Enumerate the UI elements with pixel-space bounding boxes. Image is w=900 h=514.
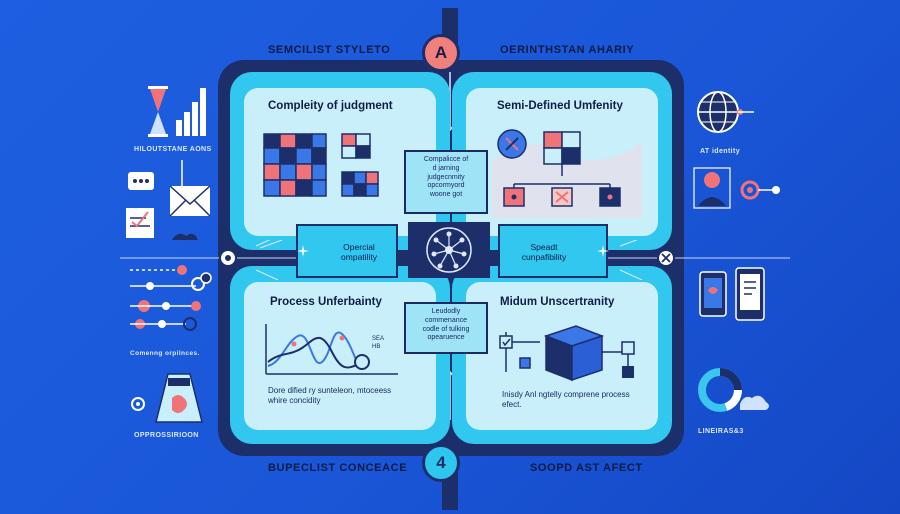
sparkle-icon-right bbox=[597, 245, 609, 257]
right-bottom-label: LINEIRAS&3 bbox=[698, 428, 744, 435]
right-top-label: AT identity bbox=[700, 148, 741, 155]
center-right-label: Speadt cunpafibility bbox=[521, 242, 567, 263]
quadrant-title-bottom-left: Process Unferbainty bbox=[270, 296, 382, 308]
center-bottom-box: Leudodly commenance codle of tulking ope… bbox=[404, 302, 488, 354]
footer-left-label: BUPECLIST CONCEACE bbox=[268, 462, 408, 474]
semi-defined-network-icon bbox=[492, 129, 642, 218]
left-middle-label: Comenng orpilnces. bbox=[130, 350, 200, 357]
person-gear-icon bbox=[693, 167, 780, 209]
hourglass-bar-chart-icon bbox=[148, 86, 206, 137]
quadrant-bottom-right bbox=[452, 266, 672, 444]
quadrant-title-top-right: Semi-Defined Umfenity bbox=[497, 100, 623, 112]
process-caption: Dore dified ry sunteleon, mtoceess whire… bbox=[268, 386, 392, 405]
header-left-label: SEMCILIST STYLETO bbox=[268, 44, 391, 56]
center-left-label: Opercial ompatility bbox=[341, 242, 377, 263]
left-top-label: HILOUTSTANE AONS bbox=[134, 146, 212, 153]
center-top-box: Compalicce of d jarning judgecnmity opco… bbox=[404, 150, 488, 214]
mobile-devices-icon bbox=[699, 267, 765, 321]
globe-icon bbox=[697, 91, 754, 133]
header-right-label: OERINTHSTAN AHARIY bbox=[500, 44, 635, 56]
uncertainty-cube-icon bbox=[499, 325, 635, 382]
badge-top-a: A bbox=[422, 34, 460, 72]
left-bottom-label: OPPROSSIRIOON bbox=[134, 432, 199, 439]
process-wave-icon bbox=[265, 324, 398, 375]
network-hub-icon bbox=[408, 222, 490, 278]
node-flow-icon bbox=[130, 265, 212, 331]
sparkle-icon-left bbox=[297, 245, 309, 257]
footer-right-label: SOOPD AST AFECT bbox=[530, 462, 643, 474]
uncertainty-caption: Inisdy Anl ngtelly comprene process efec… bbox=[502, 390, 630, 409]
badge-bottom-4: 4 bbox=[422, 444, 460, 482]
center-left-panel bbox=[296, 224, 398, 278]
center-right-panel bbox=[498, 224, 608, 278]
judgment-grid-icon bbox=[263, 133, 379, 197]
message-envelope-icon bbox=[126, 160, 211, 240]
process-note: SEA HB bbox=[372, 336, 385, 350]
quadrant-title-top-left: Compleity of judgment bbox=[268, 100, 393, 112]
funnel-gear-icon bbox=[131, 373, 203, 423]
donut-cloud-icon bbox=[698, 368, 769, 412]
quadrant-title-bottom-right: Midum Unscertranity bbox=[500, 296, 615, 308]
horizontal-connectors bbox=[120, 240, 790, 280]
